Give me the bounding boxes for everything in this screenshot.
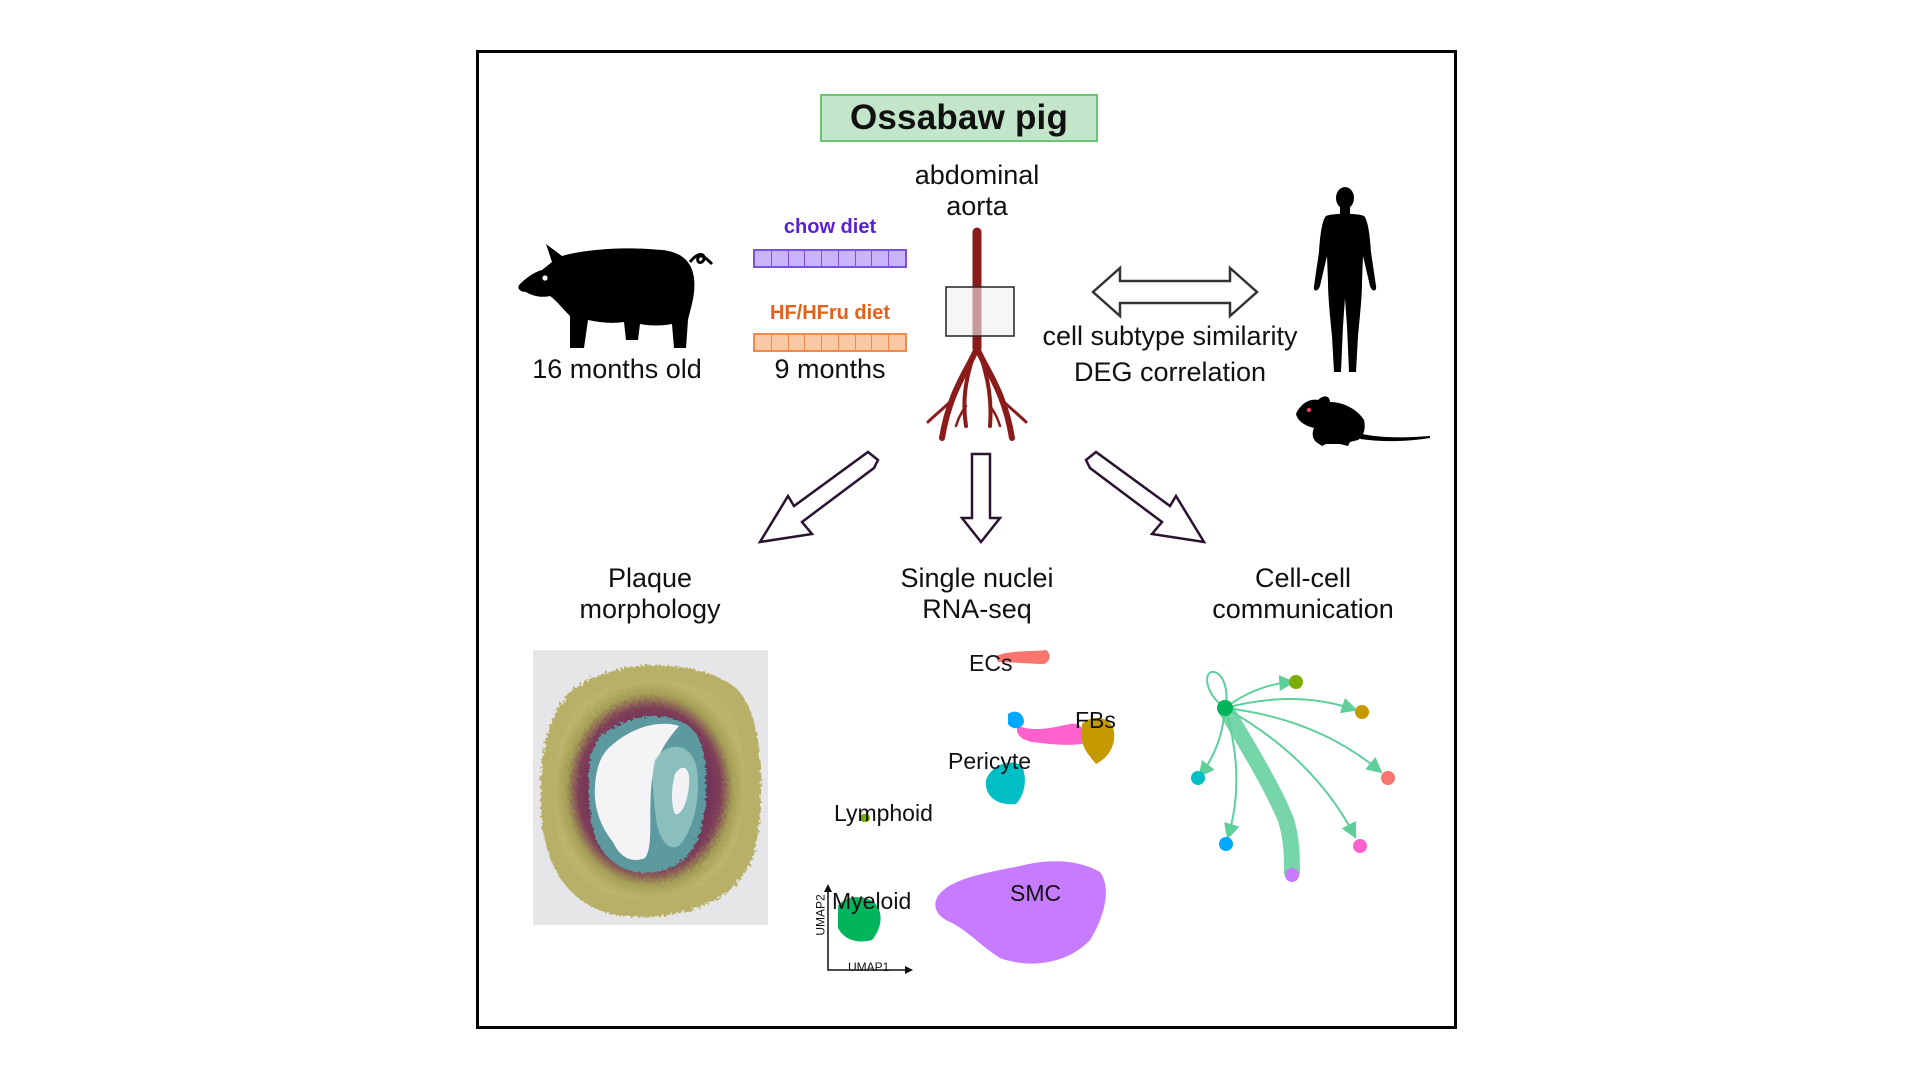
- output-label-plaque: Plaque morphology: [579, 563, 720, 625]
- umap-cluster-pericyte: [985, 762, 1025, 805]
- chow-diet-label: chow diet: [783, 216, 877, 238]
- umap-label-smc: SMC: [1010, 880, 1062, 906]
- network-edge: [1224, 707, 1357, 839]
- umap-label-lymphoid: Lymphoid: [834, 800, 933, 826]
- network-edge-major: [1217, 700, 1300, 880]
- diet-bar-segment: [755, 251, 772, 266]
- chow-diet-bar: [753, 249, 907, 268]
- umap-label-pericyte: Pericyte: [948, 748, 1032, 774]
- tissue-label: abdominal aorta: [915, 160, 1040, 222]
- diet-bar-segment: [771, 251, 789, 266]
- hf-diet-label: HF/HFru diet: [770, 302, 890, 324]
- umap-y-axis-label: UMAP2: [813, 894, 828, 936]
- umap-x-arrowhead: [905, 966, 913, 974]
- communication-network: [1191, 670, 1395, 882]
- diet-bar-segment: [755, 335, 772, 350]
- arrow-to-snrna-icon: [959, 452, 1003, 545]
- hf-diet-bar: [753, 333, 907, 352]
- network-edge: [1198, 707, 1226, 778]
- umap-cluster-ecs: [996, 650, 1050, 664]
- network-edge: [1224, 697, 1358, 714]
- umap-plot: [824, 650, 1115, 974]
- diet-bar-segment: [889, 335, 906, 350]
- umap-cluster-lymphoid: [860, 813, 870, 823]
- diet-bar-segment: [788, 251, 806, 266]
- umap-label-fbs: FBs: [1075, 707, 1116, 733]
- duration-label: 9 months: [774, 354, 886, 384]
- output-communication-line1: Cell-cell: [1254, 563, 1352, 593]
- umap-cluster-myeloid: [838, 897, 881, 942]
- diet-bar-segment: [872, 251, 890, 266]
- diet-bar-segment: [822, 335, 839, 350]
- network-target-node: [1381, 771, 1395, 785]
- tissue-label-line2: aorta: [946, 191, 1008, 221]
- umap-x-axis-label: UMAP1: [848, 960, 890, 974]
- network-edge: [1224, 707, 1383, 774]
- diet-bar-segment: [889, 251, 906, 266]
- diet-bar-segment: [805, 335, 823, 350]
- comparison-line2: DEG correlation: [1073, 357, 1267, 387]
- aorta-icon: [926, 227, 1028, 441]
- network-target-node: [1191, 771, 1205, 785]
- diet-bar-segment: [838, 251, 856, 266]
- human-silhouette-icon: [1313, 187, 1377, 372]
- umap-cluster-unlabeled: [1016, 723, 1086, 745]
- network-edge: [1224, 675, 1296, 709]
- network-target-node: [1289, 675, 1303, 689]
- comparison-label: cell subtype similarity DEG correlation: [1042, 321, 1297, 388]
- network-source-node: [1217, 700, 1233, 716]
- network-edge: [1224, 707, 1240, 840]
- diet-bar-segment: [838, 335, 856, 350]
- output-plaque-line1: Plaque: [607, 563, 693, 593]
- tissue-label-line1: abdominal: [914, 160, 1040, 190]
- network-target-node: [1355, 705, 1369, 719]
- umap-label-myeloid: Myeloid: [832, 888, 912, 914]
- diet-bar-segment: [872, 335, 890, 350]
- umap-y-arrowhead: [824, 884, 832, 892]
- output-communication-line2: communication: [1212, 594, 1394, 624]
- diet-bar-segment: [855, 335, 873, 350]
- title-text: Ossabaw pig: [849, 98, 1069, 137]
- network-target-node: [1353, 839, 1367, 853]
- umap-cluster-smc: [935, 861, 1106, 964]
- umap-label-ecs: ECs: [969, 650, 1013, 676]
- output-label-communication: Cell-cell communication: [1212, 563, 1394, 625]
- histology-image: [533, 650, 768, 925]
- output-snrna-line1: Single nuclei: [900, 563, 1054, 593]
- umap-cluster-unlabeled: [1008, 711, 1024, 729]
- sample-region-box: [945, 286, 1015, 337]
- mouse-silhouette-icon: [1296, 396, 1430, 446]
- output-label-snrna: Single nuclei RNA-seq: [900, 563, 1053, 625]
- pig-silhouette-icon: [518, 244, 714, 348]
- comparison-line1: cell subtype similarity: [1042, 321, 1298, 351]
- diet-bar-segment: [771, 335, 789, 350]
- network-target-node: [1219, 837, 1233, 851]
- umap-cluster-fbs: [1081, 717, 1115, 764]
- output-snrna-line2: RNA-seq: [922, 594, 1032, 624]
- title-box: Ossabaw pig: [820, 94, 1098, 142]
- arrow-to-plaque-icon: [757, 450, 880, 544]
- diet-bar-segment: [855, 251, 873, 266]
- network-target-node: [1285, 868, 1299, 882]
- diet-bar-segment: [805, 251, 823, 266]
- diet-bar-segment: [822, 251, 839, 266]
- umap-axes: [827, 887, 910, 971]
- diet-bar-segment: [788, 335, 806, 350]
- network-self-loop: [1206, 670, 1228, 705]
- arrow-to-communication-icon: [1084, 450, 1207, 544]
- double-arrow-icon: [1091, 265, 1259, 319]
- output-plaque-line2: morphology: [579, 594, 721, 624]
- age-label: 16 months old: [532, 354, 702, 384]
